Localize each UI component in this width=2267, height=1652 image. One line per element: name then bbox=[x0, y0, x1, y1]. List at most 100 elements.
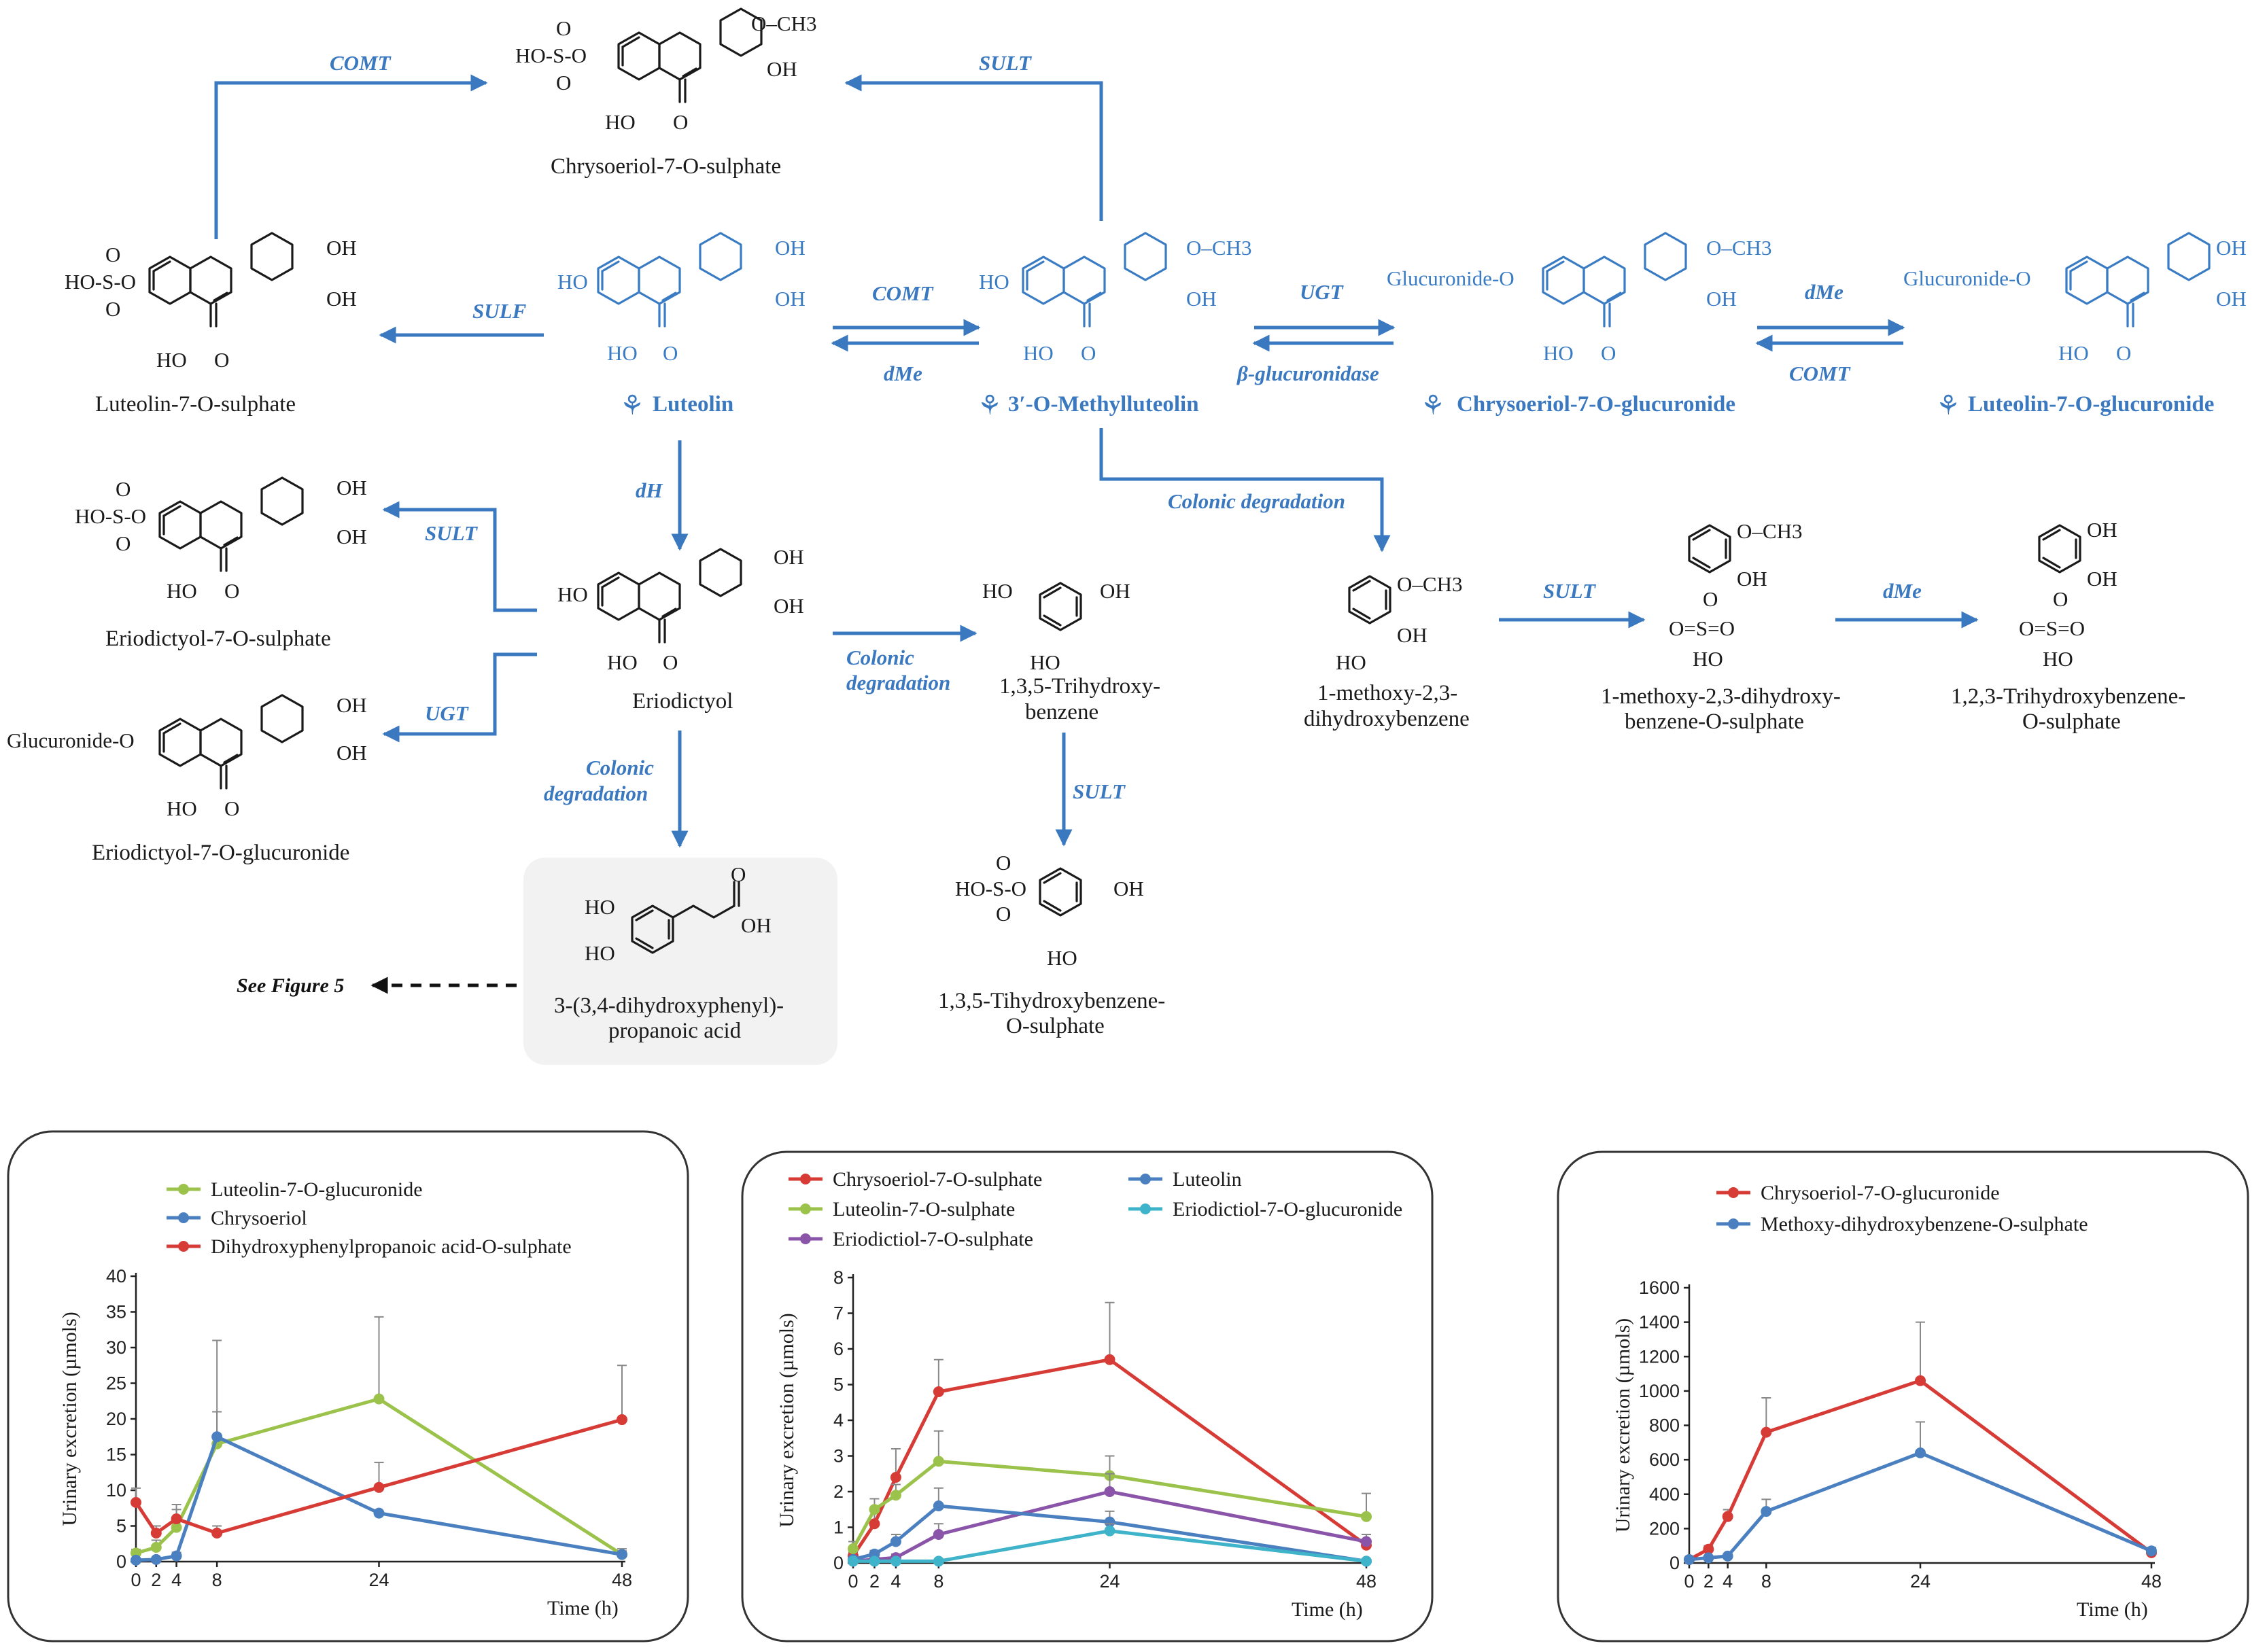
data-point bbox=[150, 1528, 162, 1539]
svg-text:O–CH3: O–CH3 bbox=[751, 12, 816, 35]
svg-text:HO: HO bbox=[1693, 647, 1723, 671]
svg-text:HO: HO bbox=[557, 270, 588, 294]
luteolin-glucuronide-structure: Glucuronide-O OH OH HO O Luteolin-7-O-gl… bbox=[1903, 232, 2247, 417]
data-point bbox=[211, 1528, 223, 1539]
svg-text:HO-S-O: HO-S-O bbox=[955, 877, 1026, 900]
methoxy-sulphate-structure: O–CH3 OH O O=S=O HO 1-methoxy-2,3-dihydr… bbox=[1601, 519, 1841, 734]
legend-marker bbox=[800, 1233, 811, 1244]
y-tick-label: 20 bbox=[106, 1409, 126, 1429]
y-tick-label: 1200 bbox=[1639, 1346, 1680, 1367]
svg-text:OH: OH bbox=[1100, 579, 1130, 603]
legend-marker bbox=[178, 1212, 189, 1223]
svg-text:dMe: dMe bbox=[884, 362, 922, 385]
arrow-ugt-erio bbox=[382, 652, 537, 743]
data-point bbox=[890, 1556, 901, 1567]
y-tick-label: 400 bbox=[1649, 1484, 1680, 1505]
svg-text:benzene-O-sulphate: benzene-O-sulphate bbox=[1625, 709, 1804, 734]
data-point bbox=[131, 1496, 141, 1508]
legend-marker bbox=[1728, 1187, 1739, 1198]
data-point bbox=[1761, 1426, 1772, 1438]
svg-text:O–CH3: O–CH3 bbox=[1186, 236, 1251, 260]
svg-text:3-(3,4-dihydroxyphenyl)-: 3-(3,4-dihydroxyphenyl)- bbox=[554, 994, 784, 1018]
x-tick-label: 2 bbox=[869, 1571, 880, 1592]
data-point bbox=[933, 1529, 944, 1540]
compound-label: Luteolin bbox=[653, 392, 733, 417]
svg-text:O: O bbox=[2116, 341, 2131, 365]
y-axis-label: Urinary excretion (µmols) bbox=[776, 1313, 798, 1528]
series-line bbox=[134, 1418, 623, 1535]
compound-label: 3′-O-Methylluteolin bbox=[1008, 392, 1199, 417]
svg-text:O–CH3: O–CH3 bbox=[1706, 236, 1771, 260]
eriodictyol-structure: HO OH OH HO O Eriodictyol bbox=[557, 545, 804, 714]
y-tick-label: 5 bbox=[116, 1516, 126, 1536]
svg-text:O: O bbox=[1081, 341, 1096, 365]
y-tick-label: 3 bbox=[833, 1446, 844, 1466]
svg-text:dihydroxybenzene: dihydroxybenzene bbox=[1304, 707, 1470, 731]
pathway-diagram: HO-S-O O O O–CH3 OH HO O Chrysoeriol-7-O… bbox=[7, 7, 2247, 1065]
data-point bbox=[869, 1518, 880, 1530]
svg-text:HO-S-O: HO-S-O bbox=[65, 270, 136, 294]
svg-text:O-sulphate: O-sulphate bbox=[1006, 1014, 1105, 1038]
svg-text:O: O bbox=[556, 16, 571, 40]
legend-label: Methoxy-dihydroxybenzene-O-sulphate bbox=[1761, 1213, 2088, 1235]
compound-label: Eriodictyol-7-O-sulphate bbox=[105, 627, 331, 651]
legend-label: Dihydroxyphenylpropanoic acid-O-sulphate bbox=[211, 1235, 572, 1258]
svg-text:Colonic: Colonic bbox=[586, 756, 654, 779]
svg-text:UGT: UGT bbox=[1300, 280, 1344, 304]
legend-marker bbox=[800, 1174, 811, 1184]
svg-text:OH: OH bbox=[2087, 567, 2117, 591]
svg-text:OH: OH bbox=[326, 236, 357, 260]
legend-marker bbox=[1728, 1218, 1739, 1229]
chrysoeriol-glucuronide-structure: Glucuronide-O O–CH3 OH HO O Chrysoeriol-… bbox=[1387, 232, 1771, 417]
y-tick-label: 15 bbox=[106, 1445, 126, 1465]
legend-marker bbox=[178, 1184, 189, 1195]
x-axis-label: Time (h) bbox=[547, 1597, 619, 1619]
y-tick-label: 8 bbox=[833, 1267, 844, 1288]
luteolin-structure: HO OH OH HO O Luteolin bbox=[557, 232, 806, 417]
enzyme-label: COMT bbox=[330, 51, 392, 75]
data-point bbox=[1104, 1486, 1115, 1497]
svg-text:HO: HO bbox=[585, 895, 615, 919]
svg-text:HO: HO bbox=[607, 341, 638, 365]
svg-text:HO: HO bbox=[607, 650, 638, 674]
svg-text:COMT: COMT bbox=[1789, 362, 1851, 385]
svg-text:OH: OH bbox=[336, 476, 367, 499]
data-point bbox=[1104, 1516, 1115, 1528]
svg-text:OH: OH bbox=[774, 545, 804, 569]
data-point bbox=[617, 1549, 627, 1560]
svg-text:O: O bbox=[224, 579, 239, 603]
y-tick-label: 600 bbox=[1649, 1449, 1680, 1470]
svg-text:HO: HO bbox=[2043, 647, 2073, 671]
svg-text:O: O bbox=[116, 531, 131, 555]
y-axis-label: Urinary excretion (µmols) bbox=[58, 1312, 81, 1526]
see-figure-link[interactable]: See Figure 5 bbox=[237, 974, 344, 997]
svg-text:1,3,5-Tihydroxybenzene-: 1,3,5-Tihydroxybenzene- bbox=[938, 989, 1165, 1013]
svg-text:O: O bbox=[663, 341, 678, 365]
data-point bbox=[1361, 1511, 1372, 1522]
compound-label: Eriodictyol bbox=[632, 689, 733, 714]
series-line bbox=[851, 1459, 1367, 1550]
svg-text:1-methoxy-2,3-dihydroxy-: 1-methoxy-2,3-dihydroxy- bbox=[1601, 684, 1841, 709]
y-tick-label: 1600 bbox=[1639, 1278, 1680, 1298]
x-tick-label: 8 bbox=[1761, 1571, 1771, 1592]
svg-text:OH: OH bbox=[775, 236, 806, 260]
data-point bbox=[373, 1393, 385, 1405]
svg-text:HO: HO bbox=[167, 796, 197, 820]
y-tick-label: 4 bbox=[833, 1410, 844, 1430]
data-point bbox=[211, 1431, 223, 1443]
y-tick-label: 35 bbox=[106, 1302, 126, 1322]
svg-text:dMe: dMe bbox=[1805, 280, 1844, 304]
atom-label: HO-S-O bbox=[515, 43, 587, 67]
data-point bbox=[1915, 1375, 1926, 1386]
x-tick-label: 48 bbox=[612, 1570, 632, 1590]
legend-label: Luteolin-7-O-glucuronide bbox=[211, 1178, 423, 1201]
svg-text:O: O bbox=[996, 851, 1011, 875]
y-tick-label: 200 bbox=[1649, 1518, 1680, 1539]
chart-panel-2 bbox=[741, 1150, 1434, 1642]
methoxy-dihydroxybenzene-structure: O–CH3 OH HO 1-methoxy-2,3- dihydroxybenz… bbox=[1304, 572, 1470, 731]
x-axis-label: Time (h) bbox=[1292, 1598, 1363, 1621]
data-point bbox=[171, 1550, 182, 1562]
svg-text:HO: HO bbox=[585, 941, 615, 965]
svg-text:benzene: benzene bbox=[1025, 700, 1098, 724]
